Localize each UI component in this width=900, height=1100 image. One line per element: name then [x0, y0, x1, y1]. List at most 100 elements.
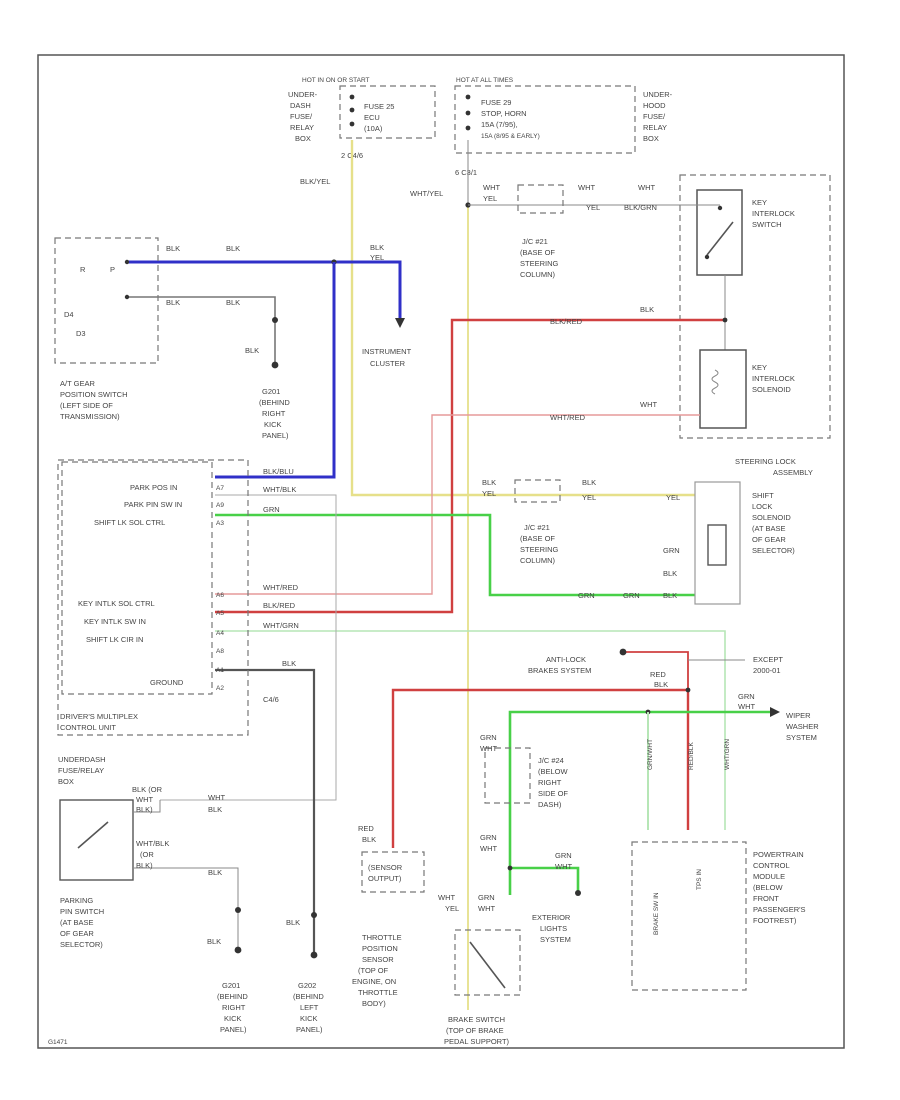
ground-point [235, 907, 241, 913]
dmcu-wire: BLK/BLU [263, 467, 294, 476]
tps-label: POSITION [362, 944, 398, 953]
splice [619, 648, 627, 656]
pps-wire: WHT [136, 795, 153, 804]
jc-brake-label: (BELOW [538, 767, 569, 776]
diagram-frame [37, 54, 845, 1049]
jc-brake-label: RIGHT [538, 778, 562, 787]
jc-brake-label: SIDE OF [538, 789, 568, 798]
dmcu-wire: BLK [282, 659, 296, 668]
wire-grn-wht [508, 710, 775, 895]
jc-brake-wire: GRN [480, 733, 497, 742]
right-fuse-connector: 6 C3/1 [455, 168, 477, 177]
jc-top-wire: YEL [586, 203, 600, 212]
ic-label: INSTRUMENT [362, 347, 412, 356]
kisol-label: SOLENOID [752, 385, 791, 394]
gear-pos-label: D3 [76, 329, 86, 338]
left-fuse-box-line: BOX [295, 134, 311, 143]
sls-label: OF GEAR [752, 535, 786, 544]
jc-top-wire: WHT [638, 183, 655, 192]
pps-label: (AT BASE [60, 918, 93, 927]
wire-grn [215, 513, 695, 597]
jc-brake-label: J/C #24 [538, 756, 564, 765]
jc-mid-wire: BLK [582, 478, 596, 487]
gear-contact [124, 259, 130, 265]
pcm-label: FOOTREST) [753, 916, 797, 925]
instrument-cluster-pin [395, 318, 405, 328]
wire-gear-ground [127, 296, 276, 365]
kisol-wire: WHT [640, 400, 657, 409]
wire-abs [623, 651, 689, 690]
wiper-wire: GRN [738, 692, 755, 701]
bs-wire: YEL [445, 904, 459, 913]
jc-top-connector [517, 184, 564, 214]
right-fuse-box-outline [454, 85, 636, 154]
dmcu-wire: WHT/BLK [263, 485, 296, 494]
tps-wire: BLK [362, 835, 376, 844]
wire-blk-red [215, 318, 725, 614]
g201b-label: (BEHIND [217, 992, 248, 1001]
jc-mid-wire: YEL [482, 489, 496, 498]
g201-label: PANEL) [262, 431, 289, 440]
dmcu-pin-num: A9 [216, 502, 224, 509]
right-fuse-box-line: RELAY [643, 123, 667, 132]
gear-switch-label: TRANSMISSION) [60, 412, 120, 421]
dmcu-pin-num: A2 [216, 685, 224, 692]
pps-wire: BLK) [136, 861, 153, 870]
key-interlock-switch [696, 189, 743, 276]
kisol-label: INTERLOCK [752, 374, 795, 383]
steering-lock-label: STEERING LOCK [735, 457, 796, 466]
fuse-terminal [465, 125, 471, 131]
shift-lock-solenoid [707, 524, 727, 566]
wire-blk-yel [350, 140, 695, 497]
ext-wire: GRN [480, 833, 497, 842]
left-fuse-box-line: FUSE/ [290, 112, 313, 121]
gear-contact [124, 294, 130, 300]
bs-wire: WHT [478, 904, 495, 913]
tps-label: ENGINE, ON [352, 977, 396, 986]
dmcu-pin-label: KEY INTLK SW IN [84, 617, 146, 626]
ground-point [234, 946, 242, 954]
key-interlock-solenoid [699, 349, 747, 429]
tps-label: SENSOR [362, 955, 394, 964]
park-pin-switch [59, 799, 134, 881]
dmcu-pin-label: GROUND [150, 678, 184, 687]
pcm-wire: GRN/WHT [647, 739, 654, 770]
g201b-label: G201 [222, 981, 240, 990]
fuse-terminal [349, 121, 355, 127]
except-label: EXCEPT [753, 655, 783, 664]
ext-wire: WHT [555, 862, 572, 871]
pps-label: PIN SWITCH [60, 907, 104, 916]
pcm-label: POWERTRAIN [753, 850, 804, 859]
dmcu-inner [61, 461, 213, 695]
left-fuse-box-outline [339, 85, 436, 139]
sls-label: SHIFT [752, 491, 774, 500]
jc-mid-connector [514, 479, 561, 503]
dmcu-pin-num: A8 [216, 648, 224, 655]
right-fuse-group: HOT AT ALL TIMES FUSE 29 STOP, HORN 15A … [410, 77, 673, 198]
jc-brake-label: DASH) [538, 800, 562, 809]
pcm-label: CONTROL [753, 861, 790, 870]
jc-top-wire: WHT [578, 183, 595, 192]
pps-label: OF GEAR [60, 929, 94, 938]
pps-label: SELECTOR) [60, 940, 103, 949]
abs-label: ANTI-LOCK [546, 655, 586, 664]
jc-top-wire: WHT [483, 183, 500, 192]
g201b-label: PANEL) [220, 1025, 247, 1034]
wire-blk-blu-down [215, 262, 336, 479]
gear-ground-wire: BLK [245, 346, 259, 355]
gear-pos-label: D4 [64, 310, 74, 319]
tps-label: THROTTLE [362, 933, 402, 942]
right-fuse-label: FUSE 29 [481, 98, 511, 107]
ext-label: SYSTEM [540, 935, 571, 944]
dmcu-box [57, 459, 249, 736]
brake-switch-blade [469, 941, 506, 989]
left-fuse-box-line: DASH [290, 101, 311, 110]
jc-top-wire: BLK/GRN [624, 203, 657, 212]
pcm-label: PASSENGER'S [753, 905, 806, 914]
fuse-terminal [465, 110, 471, 116]
solenoid-coil [711, 369, 719, 395]
ext-label: LIGHTS [540, 924, 567, 933]
dmcu-pin-label: PARK POS IN [130, 483, 177, 492]
sls-wire: GRN [663, 546, 680, 555]
